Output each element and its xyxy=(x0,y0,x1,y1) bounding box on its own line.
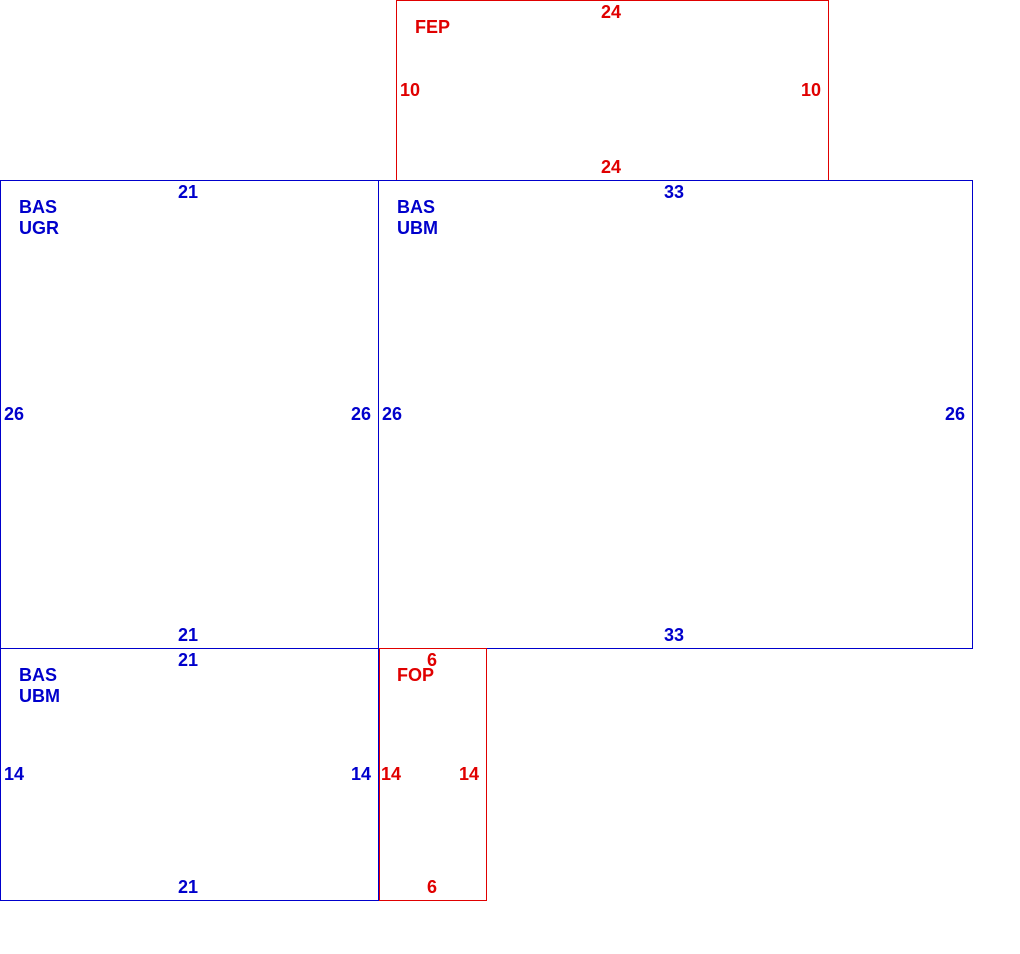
room-bas-ugr-left-dimension: 26 xyxy=(4,404,25,424)
room-bas-ubm-small-left-dimension: 14 xyxy=(4,764,25,784)
room-bas-ubm-large-left-dimension: 26 xyxy=(382,404,403,424)
room-fep-label: FEP xyxy=(415,17,451,37)
room-bas-ubm-large xyxy=(378,180,973,649)
room-bas-ugr xyxy=(0,180,379,649)
room-fop xyxy=(379,648,487,901)
room-fep-right-dimension: 10 xyxy=(801,80,822,100)
room-bas-ubm-large-label-line2: UBM xyxy=(397,218,438,238)
room-bas-ubm-large-right-dimension: 26 xyxy=(945,404,966,424)
room-bas-ubm-small-top-dimension: 21 xyxy=(177,650,199,670)
room-bas-ubm-small xyxy=(0,648,379,901)
room-bas-ubm-small-bottom-dimension: 21 xyxy=(177,877,199,897)
room-fep xyxy=(396,0,829,181)
room-bas-ubm-small-label-line2: UBM xyxy=(19,686,60,706)
room-fop-left-dimension: 14 xyxy=(381,764,402,784)
room-bas-ugr-top-dimension: 21 xyxy=(177,182,199,202)
room-fep-top-dimension: 24 xyxy=(600,2,622,22)
room-bas-ubm-large-label-line1: BAS xyxy=(397,197,436,217)
room-bas-ubm-large-bottom-dimension: 33 xyxy=(663,625,685,645)
room-bas-ugr-label-line1: BAS xyxy=(19,197,58,217)
room-fep-bottom-dimension: 24 xyxy=(600,157,622,177)
room-fop-top-dimension: 6 xyxy=(426,650,438,670)
room-fop-bottom-dimension: 6 xyxy=(426,877,438,897)
room-bas-ubm-small-right-dimension: 14 xyxy=(351,764,372,784)
room-bas-ugr-right-dimension: 26 xyxy=(351,404,372,424)
room-bas-ugr-bottom-dimension: 21 xyxy=(177,625,199,645)
room-bas-ubm-small-label-line1: BAS xyxy=(19,665,58,685)
room-fop-right-dimension: 14 xyxy=(459,764,480,784)
room-bas-ugr-label-line2: UGR xyxy=(19,218,59,238)
room-fop-label: FOP xyxy=(397,665,435,685)
room-fep-left-dimension: 10 xyxy=(400,80,421,100)
room-bas-ubm-large-top-dimension: 33 xyxy=(663,182,685,202)
